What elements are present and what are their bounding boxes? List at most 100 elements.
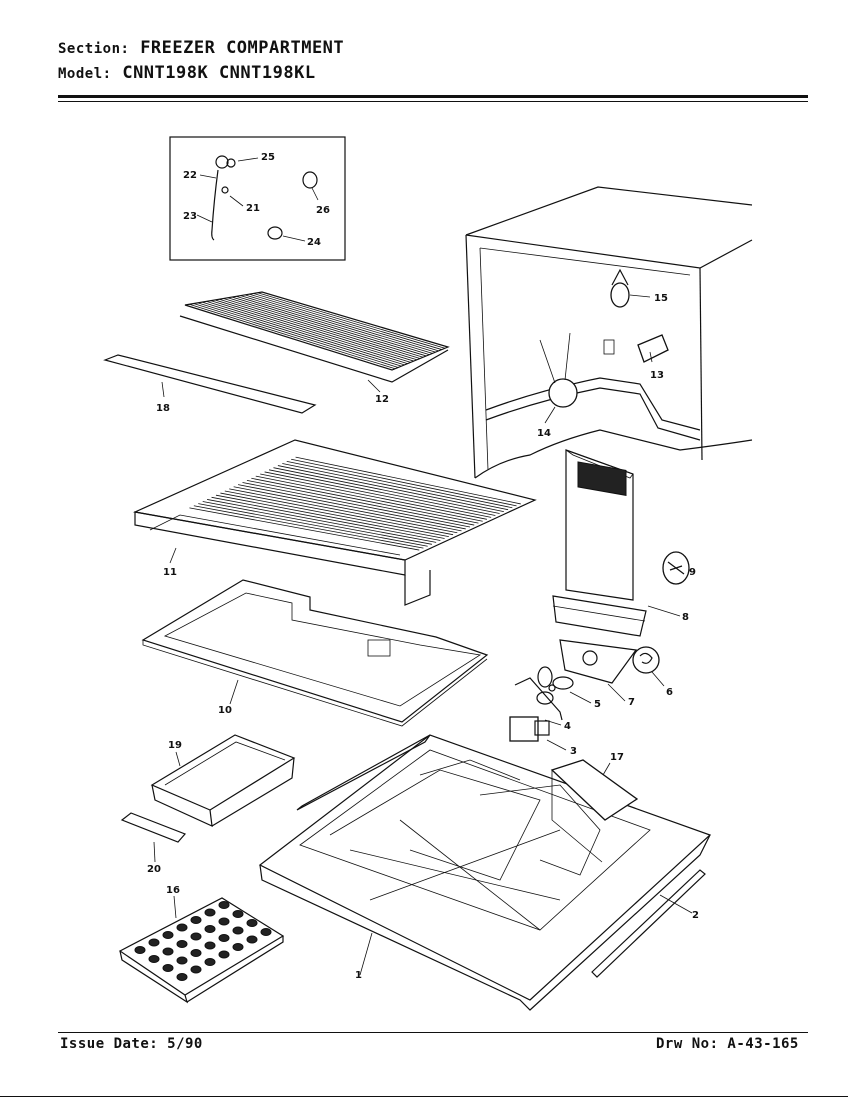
callout-3: 3 [570,746,577,757]
ice-cell [218,917,230,926]
shelf-slat [202,501,432,545]
shelf-rod [231,296,427,357]
shelf-rail [103,354,317,414]
ice-cell [218,950,230,959]
ice-cell [162,947,174,956]
shelf-rod [219,298,418,361]
model-heading: Model: CNNT198K CNNT198KL [58,63,316,83]
ice-cell [190,932,202,941]
callout-21: 21 [246,203,260,214]
section-heading: Section: FREEZER COMPARTMENT [58,38,344,58]
shelf-slat [251,477,479,524]
shelf-slat [260,473,488,520]
callout-23: 23 [183,211,197,222]
shelf-rod [227,297,424,358]
cover-panel [141,579,489,727]
ice-cell [176,973,188,981]
callout-16: 16 [166,885,180,896]
model-value: CNNT198K CNNT198KL [122,63,316,83]
fan-motor-parts [509,666,574,742]
section-key: Section: [58,41,130,57]
ice-cell [204,941,216,950]
section-value: FREEZER COMPARTMENT [140,38,345,58]
shelf-slats [189,456,521,551]
shelf-slat [238,484,466,530]
ice-cell [232,926,244,935]
shelf-wires [189,292,446,370]
ice-cell [232,910,244,918]
shelf-slat [277,465,504,513]
shelf-slat [233,486,462,532]
ice-cell [148,955,160,963]
callout-20: 20 [147,864,161,875]
ice-cell [190,949,202,957]
ice-cell [176,956,188,965]
ice-cell [162,964,174,972]
shelf-rod [193,303,399,368]
shelf-slat [220,492,449,538]
shelf-slat [207,499,437,543]
shelf-rod [201,301,405,366]
ice-cell [260,928,272,936]
shelf-rod [223,298,421,359]
ice-cell [218,901,230,909]
slatted-shelf [132,439,537,606]
shelf-slat [273,467,500,514]
callout-7: 7 [628,697,635,708]
shelf-rod [253,293,442,350]
shelf-rod [257,292,446,349]
ice-cell [190,965,202,974]
footer-rule [58,1032,808,1033]
ice-cell [148,938,160,947]
shelf-rod [197,302,402,367]
bucket-handle [120,812,187,843]
shelf-slat [215,494,445,539]
evaporator-pan [258,734,712,1011]
shelf-slat [246,479,475,526]
shelf-slat [286,460,513,509]
shelf-rod [249,293,439,352]
callout-17: 17 [610,752,624,763]
shelf-slat [268,469,496,516]
ice-tray [118,897,285,1004]
air-duct [552,449,690,637]
inset-light-assembly [169,136,346,261]
shelf-rod [240,295,433,354]
callout-24: 24 [307,237,321,248]
shelf-rod [210,300,411,363]
ice-cell [204,925,216,933]
ice-cell [218,934,230,942]
shelf-slat [211,496,441,541]
ice-cell [246,935,258,944]
shelf-slat [229,488,458,534]
ice-cell [246,919,258,927]
ice-tray-cells [134,901,272,981]
callout-labels: 1 2 3 4 5 6 7 8 9 10 11 12 13 14 15 16 1… [147,152,699,981]
shelf-rod [236,295,430,356]
ice-cell [232,943,244,951]
callout-4: 4 [564,721,571,732]
shelf-slat [198,503,428,547]
ice-cell [176,940,188,948]
ice-cell [162,931,174,939]
shelf-rod [189,303,396,370]
callout-2: 2 [692,910,699,921]
drawing-number: Drw No: A-43-165 [656,1036,799,1052]
header-rule-thick [58,95,808,98]
callout-10: 10 [218,705,232,716]
fan-bracket [559,639,660,684]
ice-cell [134,946,146,954]
ice-cell [176,923,188,932]
shelf-rod [214,299,414,362]
ice-cell [204,908,216,917]
callout-5: 5 [594,699,601,710]
callout-15: 15 [654,293,668,304]
callout-14: 14 [537,428,551,439]
model-key: Model: [58,66,112,82]
callout-6: 6 [666,687,673,698]
shelf-slat [264,471,492,518]
bottom-edge-rule [0,1096,848,1097]
leader-lines [153,157,693,976]
callout-13: 13 [650,370,664,381]
